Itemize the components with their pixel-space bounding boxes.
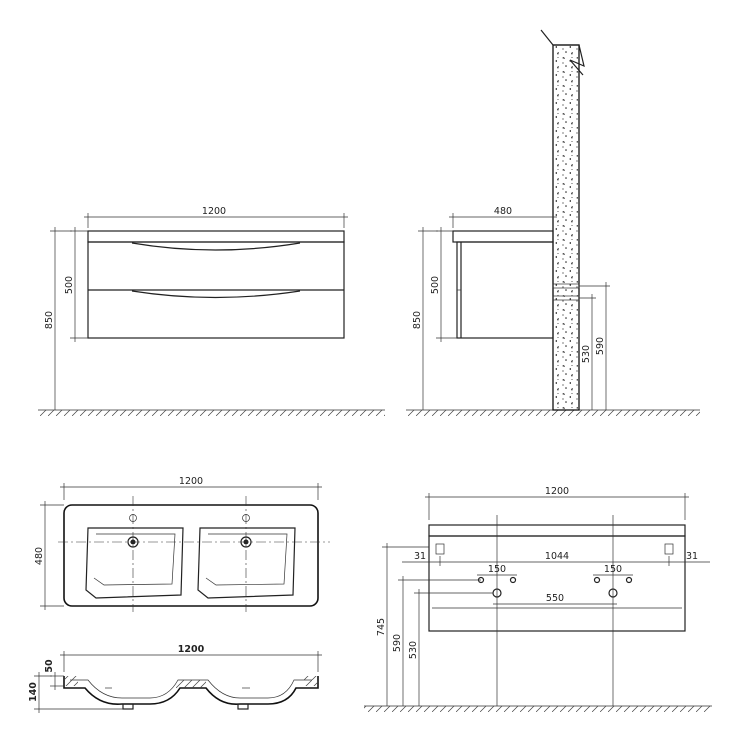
back-worktop bbox=[428, 524, 686, 537]
dim-back-pipe-low: 530 bbox=[408, 641, 419, 659]
drain-pipe-left bbox=[122, 703, 134, 710]
dim-front-box-height: 500 bbox=[64, 276, 75, 294]
wall-break-line bbox=[540, 29, 585, 76]
drawer-handle-bottom bbox=[131, 290, 301, 299]
ground-hatch-back bbox=[364, 706, 712, 712]
dim-top-width: 1200 bbox=[179, 476, 203, 487]
dim-side-pipe-high: 590 bbox=[595, 337, 606, 355]
dim-back-hanger-spacing: 1044 bbox=[545, 551, 569, 562]
pipe-hole-2 bbox=[509, 576, 517, 584]
section-hatch-mid bbox=[176, 680, 206, 688]
dim-side-pipe-low: 530 bbox=[581, 345, 592, 363]
dim-back-pipe-high: 590 bbox=[392, 634, 403, 652]
section-view: 1200 50 140 bbox=[28, 644, 322, 713]
bowl-left bbox=[85, 527, 184, 599]
dim-back-pipe-right: 150 bbox=[604, 564, 622, 575]
dim-back-width: 1200 bbox=[545, 486, 569, 497]
dim-top-depth: 480 bbox=[34, 547, 45, 565]
dim-back-hanger-right: 31 bbox=[686, 551, 698, 562]
dim-side-total-height: 850 bbox=[412, 311, 423, 329]
pipe-hole-4 bbox=[625, 576, 633, 584]
side-worktop bbox=[452, 230, 554, 243]
drain-pipe-right bbox=[237, 703, 249, 710]
section-hatch-left bbox=[64, 676, 78, 686]
section-hatch-right bbox=[304, 676, 318, 686]
front-view: 1200 500 850 bbox=[38, 206, 385, 416]
dim-side-depth: 480 bbox=[494, 206, 512, 217]
dim-back-total-height: 745 bbox=[376, 618, 387, 636]
ground-hatch bbox=[38, 410, 385, 416]
dim-back-pipe-left: 150 bbox=[488, 564, 506, 575]
side-body bbox=[456, 241, 554, 339]
drawer-handle-top bbox=[131, 242, 301, 251]
worktop bbox=[87, 230, 345, 243]
basin-outline bbox=[63, 504, 319, 607]
bowl-left-inner bbox=[93, 533, 176, 586]
side-view: 480 500 850 530 590 bbox=[406, 29, 700, 416]
top-view: 1200 480 bbox=[34, 476, 330, 612]
bowl-right-inner bbox=[205, 533, 288, 586]
hanger-left bbox=[435, 543, 445, 555]
bowl-right bbox=[197, 527, 296, 599]
hanger-right bbox=[664, 543, 674, 555]
dim-section-width: 1200 bbox=[178, 644, 205, 655]
pipe-hole-3 bbox=[593, 576, 601, 584]
wall-concrete-fill bbox=[554, 46, 578, 409]
back-body bbox=[428, 535, 686, 632]
dim-back-hanger-left: 31 bbox=[414, 551, 426, 562]
ground-hatch-side bbox=[406, 410, 700, 416]
dim-section-depth: 140 bbox=[28, 682, 39, 702]
dim-front-total-height: 850 bbox=[44, 311, 55, 329]
dim-side-box-height: 500 bbox=[430, 276, 441, 294]
back-view: 1200 31 1044 31 150 150 550 745 590 530 bbox=[364, 486, 712, 712]
dim-front-width: 1200 bbox=[202, 206, 226, 217]
dim-section-thickness: 50 bbox=[44, 659, 55, 673]
dim-back-drain-spacing: 550 bbox=[546, 593, 564, 604]
